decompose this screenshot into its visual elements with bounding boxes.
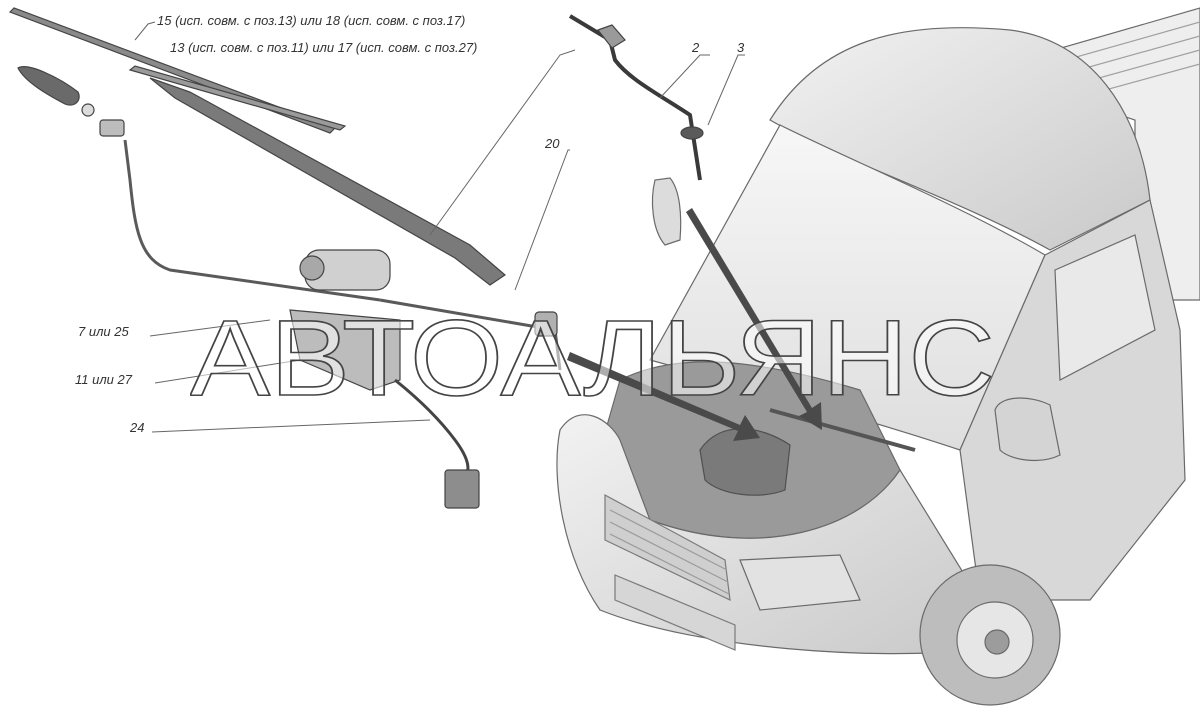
- callout-11: 11 или 27: [75, 372, 132, 387]
- wiper-shaft: [99, 119, 125, 137]
- wiper-cap: [17, 66, 80, 106]
- wiper-arm: [149, 77, 506, 286]
- leader-2: [659, 54, 710, 99]
- callout-3: 3: [737, 40, 745, 55]
- callout-15: 15 (исп. совм. с поз.13) или 18 (исп. со…: [157, 13, 466, 28]
- washer-nozzle: [597, 24, 626, 49]
- callout-20: 20: [545, 136, 560, 151]
- linkage-rod-left: [123, 139, 381, 302]
- motor-bracket: [289, 309, 401, 391]
- cable-connector: [444, 469, 480, 509]
- washer-grommet: [680, 126, 704, 140]
- grille-slats: [609, 509, 730, 595]
- callout-13: 13 (исп. совм. с поз.11) или 17 (исп. со…: [170, 40, 478, 55]
- grille: [604, 493, 731, 602]
- arrow-to-windshield: [686, 208, 822, 430]
- vehicle-cab: [556, 7, 1200, 706]
- pointer-arrows: [567, 208, 822, 441]
- leader-20: [514, 149, 570, 291]
- leader-11: [154, 359, 301, 384]
- arrow-to-engine-bay: [567, 352, 760, 441]
- leader-lines: [134, 21, 745, 433]
- leader-24: [151, 419, 431, 433]
- wiper-nut: [81, 103, 95, 117]
- wiper-blade-lower: [128, 65, 347, 131]
- engine-cover: [699, 428, 791, 496]
- right-pivot: [534, 311, 558, 337]
- side-window: [1054, 234, 1156, 381]
- leader-13: [429, 49, 576, 236]
- headlight: [739, 554, 861, 611]
- hood-strut: [769, 408, 916, 452]
- cab-roof: [769, 27, 1151, 251]
- left-mirror: [651, 177, 682, 246]
- leader-15: [134, 21, 156, 41]
- callout-24: 24: [130, 420, 145, 435]
- grille-lower: [614, 574, 736, 651]
- washer-hose: [568, 14, 702, 181]
- front-wheel-hub: [984, 629, 1010, 655]
- leader-7: [149, 319, 271, 337]
- motor-cable: [394, 378, 470, 481]
- cargo-body-slats: [994, 21, 1200, 117]
- leader-3: [707, 54, 745, 126]
- callout-2: 2: [692, 40, 700, 55]
- linkage-rod-main: [379, 298, 562, 371]
- wiper-motor-cap: [299, 255, 325, 281]
- callout-7: 7 или 25: [78, 324, 129, 339]
- right-mirror: [994, 397, 1061, 461]
- wiper-parts: [8, 7, 704, 509]
